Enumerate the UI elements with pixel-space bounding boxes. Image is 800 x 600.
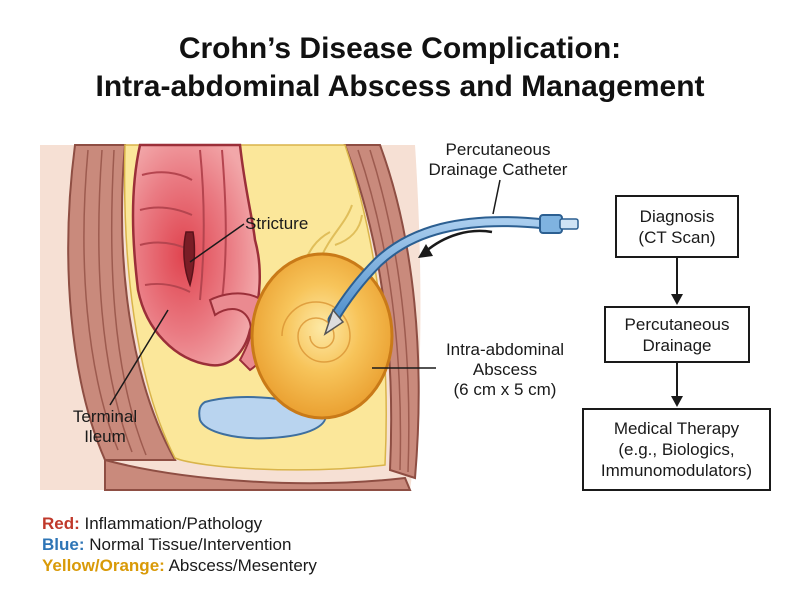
legend: Red: Inflammation/Pathology Blue: Normal… xyxy=(42,513,317,576)
abdominal-wall-left xyxy=(67,144,177,461)
title-line-1: Crohn’s Disease Complication: xyxy=(178,32,622,65)
catheter-label: Percutaneous Drainage Catheter xyxy=(428,140,568,179)
stricture-narrowing xyxy=(183,231,196,288)
abscess-label: Intra-abdominal Abscess (6 cm x 5 cm) xyxy=(445,340,565,399)
leader-stricture xyxy=(189,223,245,263)
legend-item-yellow: Yellow/Orange: Abscess/Mesentery xyxy=(42,556,317,575)
pelvic-floor xyxy=(104,458,412,491)
catheter-connector xyxy=(539,214,563,234)
diagram-title: Crohn’s Disease Complication: Intra-abdo… xyxy=(0,30,800,106)
insertion-arrow xyxy=(424,229,493,253)
flow-step-drainage: Percutaneous Drainage xyxy=(604,306,750,363)
catheter-tip xyxy=(323,308,345,336)
flow-step-medical-therapy: Medical Therapy (e.g., Biologics, Immuno… xyxy=(582,408,771,491)
stricture-label: Stricture xyxy=(245,214,309,233)
leader-catheter xyxy=(492,179,501,215)
abscess xyxy=(250,252,394,420)
legend-item-blue: Blue: Normal Tissue/Intervention xyxy=(42,535,292,554)
legend-item-red: Red: Inflammation/Pathology xyxy=(42,514,263,533)
terminal-ileum-label: Terminal Ileum xyxy=(72,407,138,446)
flow-step-diagnosis: Diagnosis (CT Scan) xyxy=(615,195,739,258)
insertion-arrowhead xyxy=(418,244,433,258)
leader-ileum xyxy=(109,309,169,406)
title-line-2: Intra-abdominal Abscess and Management xyxy=(95,70,705,103)
